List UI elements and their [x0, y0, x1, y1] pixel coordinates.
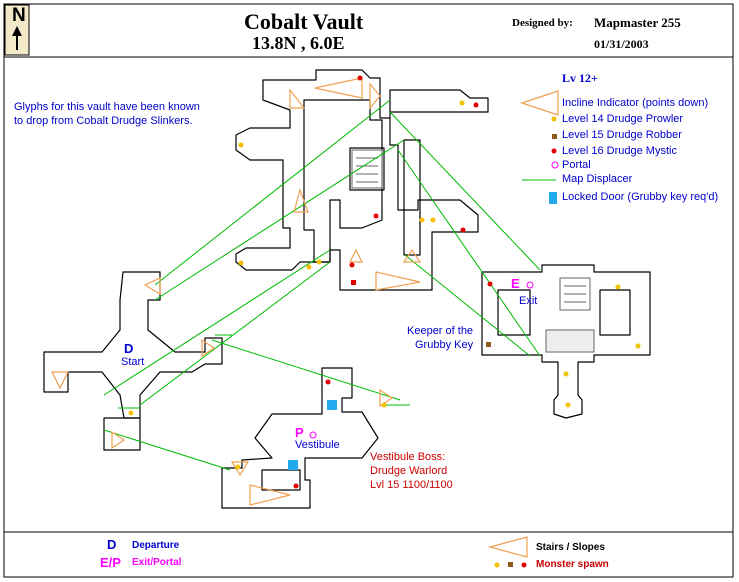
footer-departure-label: Departure: [132, 540, 180, 551]
map-coordinates: 13.8N , 6.0E: [252, 33, 345, 53]
boss-label-line1: Vestibule Boss:: [370, 451, 446, 463]
legend-displacer: Map Displacer: [562, 173, 633, 185]
vestibule-label: Vestibule: [295, 439, 340, 451]
monster-spawns: [128, 75, 641, 489]
vault-walls: [43, 69, 651, 509]
legend-locked-door: Locked Door (Grubby key req'd): [562, 191, 719, 203]
legend-portal-icon: [551, 161, 559, 169]
footer-stairs-icon: [487, 536, 528, 558]
boss-label-line2: Drudge Warlord: [370, 465, 448, 477]
legend-mystic: Level 16 Drudge Mystic: [562, 145, 677, 157]
incline-indicators: [51, 77, 422, 506]
keeper-label-line1: Keeper of the: [407, 325, 474, 337]
vestibule-letter: P: [295, 425, 304, 440]
legend-incline: Incline Indicator (points down): [562, 97, 709, 109]
footer-exit-portal-letter: E/P: [100, 555, 121, 570]
keeper-label-line2: Grubby Key: [415, 339, 474, 351]
portal-icon: [526, 281, 534, 289]
footer-spawn-icon: [494, 562, 500, 568]
legend-robber: Level 15 Drudge Robber: [562, 129, 682, 141]
footer-monster-spawn-label: Monster spawn: [536, 559, 609, 570]
legend-prowler: Level 14 Drudge Prowler: [562, 113, 684, 125]
compass-letter: N: [12, 5, 26, 26]
boss-label-line3: Lvl 15 1100/1100: [370, 479, 453, 491]
locked-door-icon: [288, 460, 298, 470]
designer-name: Mapmaster 255: [594, 15, 681, 30]
exit-label: Exit: [519, 295, 538, 307]
footer-departure-letter: D: [107, 537, 117, 552]
start-letter: D: [124, 341, 134, 356]
map-border: [3, 3, 734, 578]
legend-incline-icon: [520, 90, 559, 116]
start-label: Start: [121, 356, 145, 368]
glyph-note-line2: to drop from Cobalt Drudge Slinkers.: [14, 115, 193, 127]
map-date: 01/31/2003: [594, 37, 649, 51]
portal-icon: [309, 431, 317, 439]
north-arrow-icon: [12, 26, 22, 50]
exit-letter: E: [511, 276, 520, 291]
glyph-note-line1: Glyphs for this vault have been known: [14, 101, 200, 113]
footer-spawn-icon: [521, 562, 527, 568]
footer-exit-portal-label: Exit/Portal: [132, 557, 182, 568]
stairs-icon: [351, 149, 595, 353]
map-title: Cobalt Vault: [244, 9, 364, 34]
footer-spawn-icon: [508, 562, 513, 567]
legend-portal: Portal: [562, 159, 591, 171]
locked-door-icon: [327, 400, 337, 410]
footer-stairs-label: Stairs / Slopes: [536, 542, 605, 553]
level-requirement: Lv 12+: [562, 71, 598, 85]
legend-locked-door-icon: [549, 192, 557, 204]
designed-by-label: Designed by:: [512, 17, 573, 29]
